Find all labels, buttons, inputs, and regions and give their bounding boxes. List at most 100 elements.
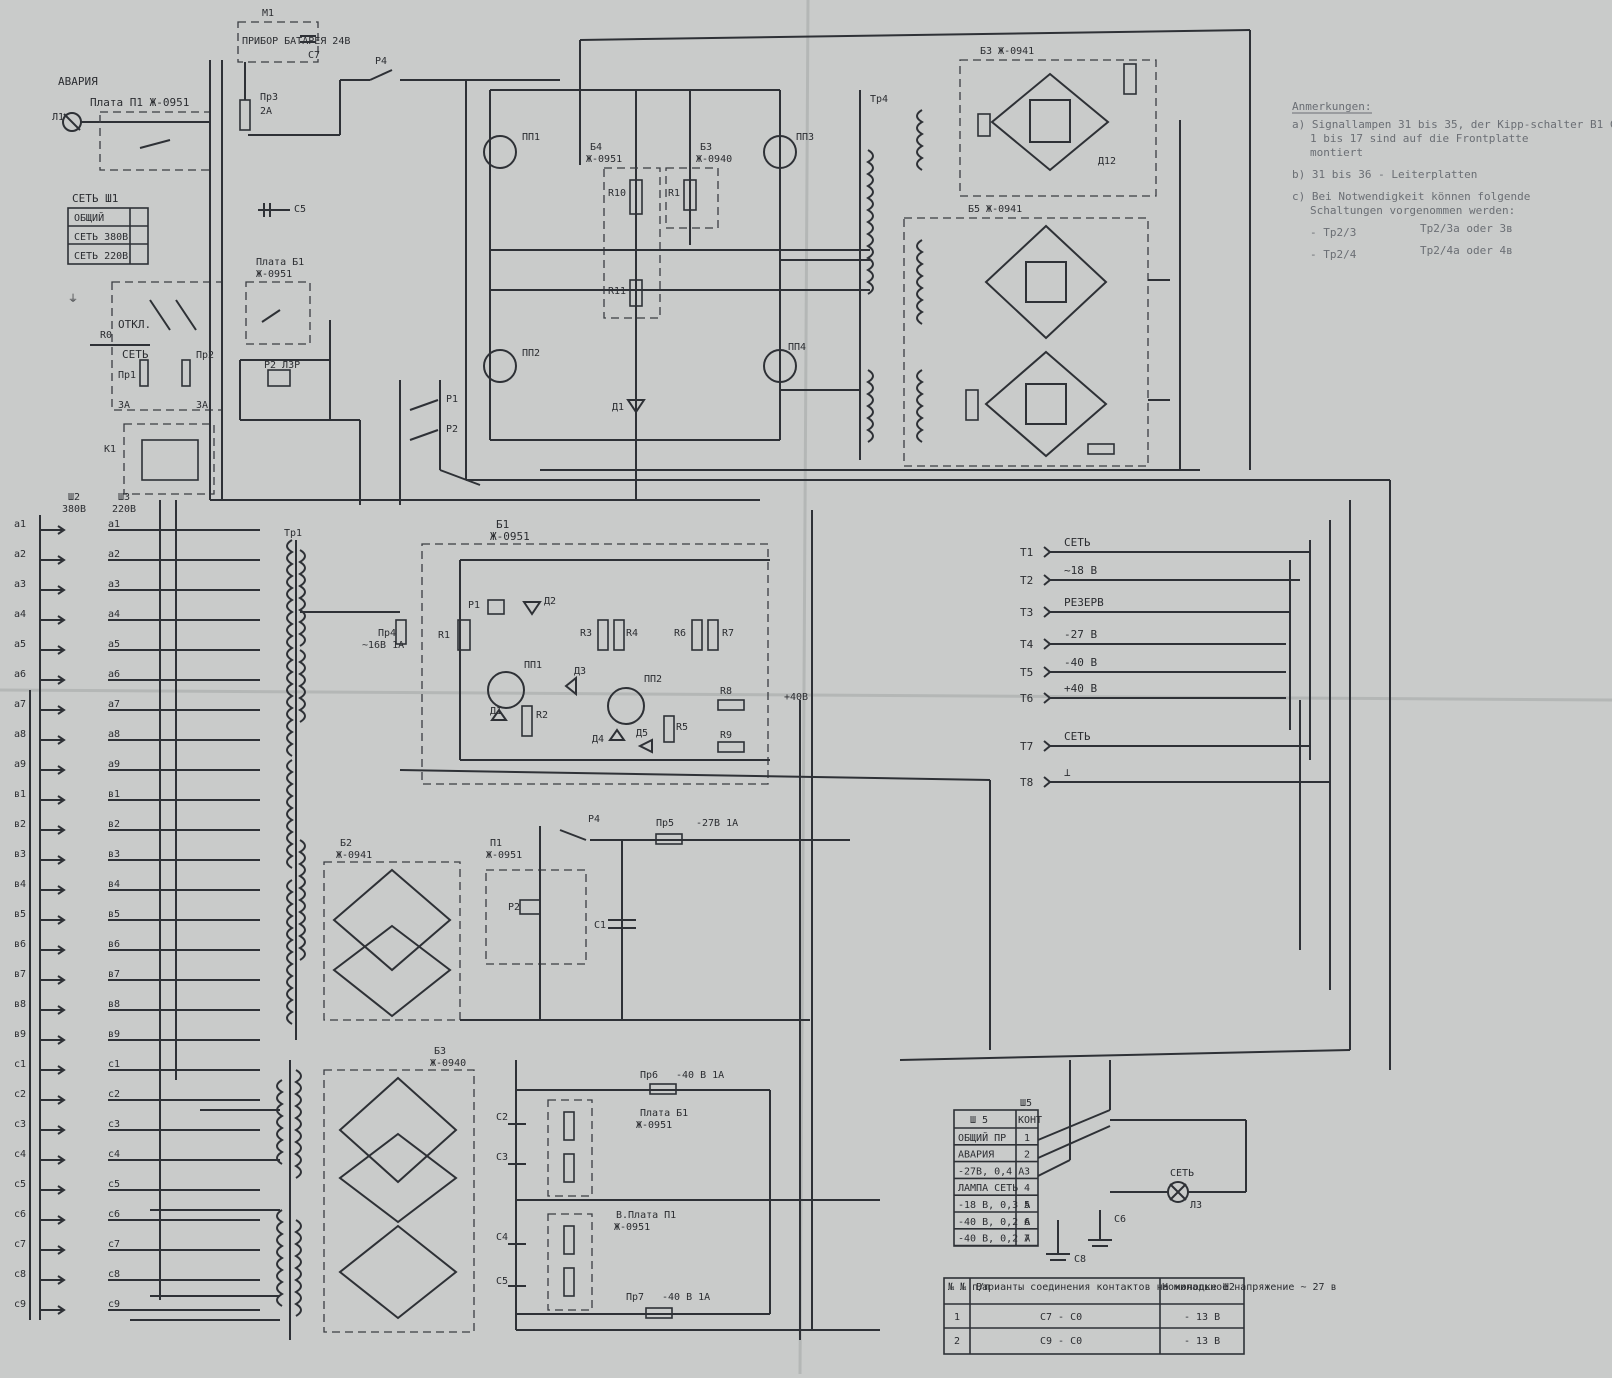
label-connector-c6: С6	[1114, 1214, 1126, 1225]
label-bridges-b5: Б5 Ж-0941	[968, 204, 1022, 215]
pin-label-right-а3: а3	[108, 579, 120, 590]
variant-row-voltage: - 13 В	[1184, 1336, 1220, 1347]
pin-label-right-в9: в9	[108, 1029, 120, 1040]
label-notes-line2: 1 bis 17 sind auf die Frontplatte	[1310, 132, 1529, 145]
label-middle-r3: R3	[580, 628, 592, 639]
pin-arrow-icon	[57, 855, 66, 865]
rectifier-block-b2: Б2 Ж-0941	[323, 838, 461, 1021]
terminal-id: Т6	[1020, 692, 1033, 705]
pin-label-а5: а5	[14, 639, 26, 650]
terminal-id: Т1	[1020, 546, 1033, 559]
pin-label-right-в4: в4	[108, 879, 120, 890]
label-lower-pr6: Пр6	[640, 1070, 658, 1081]
label-top-pzlab: Р2 ЛЗР	[264, 360, 300, 371]
label-top-r1: R1	[668, 188, 680, 199]
label-lamp-l1: Л1	[52, 112, 64, 123]
terminal-id: Т7	[1020, 740, 1033, 753]
pin-label-а9: а9	[14, 759, 26, 770]
terminal-id: Т4	[1020, 638, 1034, 651]
variant-table: № № п/п Варианты соединения контактов на…	[943, 1277, 1337, 1355]
connector-row-pin: 3	[1024, 1166, 1030, 1177]
terminal-label: СЕТЬ	[1064, 536, 1091, 549]
label-left-fuse_pr1: Пр1	[118, 370, 136, 381]
pin-label-right-в7: в7	[108, 969, 120, 980]
label-middle-p1: Р1	[468, 600, 480, 611]
transistor-pp2-b1-icon	[607, 687, 645, 725]
terminal-arrow-icon	[1043, 776, 1052, 788]
resistor-r10	[629, 179, 643, 215]
label-top-b4: Б4	[590, 142, 602, 153]
pin-arrow-icon	[57, 675, 66, 685]
label-lower-p1_code: Ж-0951	[486, 850, 522, 861]
label-lower-p4: Р4	[588, 814, 600, 825]
pin-label-с6: с6	[14, 1209, 26, 1220]
pin-arrow-icon	[57, 1305, 66, 1315]
label-top-t4: ПП4	[788, 342, 806, 353]
pin-label-в3: в3	[14, 849, 26, 860]
label-top-plate_b1_code: Ж-0951	[256, 269, 292, 280]
label-left-sh3_val: 220В	[112, 504, 136, 515]
pin-label-right-с4: с4	[108, 1149, 120, 1160]
pin-arrow-icon	[57, 1275, 66, 1285]
connector-row-pin: 4	[1024, 1183, 1030, 1194]
label-left-tbl_r1a: ОБЩИЙ	[74, 211, 104, 224]
label-lower-pr5_val: -27В 1А	[696, 818, 738, 829]
terminal-id: Т3	[1020, 606, 1033, 619]
svg-text:⏚: ⏚	[68, 293, 78, 305]
pin-label-right-с9: с9	[108, 1299, 120, 1310]
label-notes-line5: c) Bei Notwendigkeit können folgende	[1292, 190, 1530, 203]
mains-switch-table: СЕТЬ Ш1 ОБЩИЙ СЕТЬ 380В СЕТЬ 220В ОТКЛ. …	[67, 192, 223, 411]
pin-label-в6: в6	[14, 939, 26, 950]
label-top-c5: С5	[294, 204, 306, 215]
label-top-pr3_val: 2А	[260, 106, 272, 117]
variant-row-number: 2	[954, 1336, 960, 1347]
pin-arrow-icon	[57, 1245, 66, 1255]
diode-d1-icon	[626, 399, 646, 414]
variant-row-connection: С7 - С0	[1040, 1312, 1082, 1323]
pin-label-right-с2: с2	[108, 1089, 120, 1100]
label-middle-pr4_val: ~16В 1А	[362, 640, 404, 651]
label-middle-d4: Д4	[592, 734, 604, 745]
label-top-t3: ПП3	[796, 132, 814, 143]
label-middle-b1: Б1	[496, 518, 509, 531]
label-top-t1: ПП1	[522, 132, 540, 143]
pin-label-с7: с7	[14, 1239, 26, 1250]
pin-label-в4: в4	[14, 879, 26, 890]
pin-label-right-в8: в8	[108, 999, 120, 1010]
variant-row-number: 1	[954, 1312, 960, 1323]
label-notes-line6: Schaltungen vorgenommen werden:	[1310, 204, 1515, 217]
label-middle-r8: R8	[720, 686, 732, 697]
label-bridges-tr4: Тр4	[870, 94, 888, 105]
pin-arrow-icon	[57, 1215, 66, 1225]
label-middle-r1: R1	[438, 630, 450, 641]
pin-arrow-icon	[57, 705, 66, 715]
pin-arrow-icon	[57, 765, 66, 775]
connector-row-name: -27В, 0,4 А	[958, 1166, 1024, 1177]
pin-label-right-с1: с1	[108, 1059, 120, 1070]
pin-label-в5: в5	[14, 909, 26, 920]
label-lower-plate_b1b: В.Плата П1	[616, 1210, 676, 1221]
pin-label-right-в3: в3	[108, 849, 120, 860]
pin-label-right-а4: а4	[108, 609, 120, 620]
label-lower-plate_b1: Плата Б1	[640, 1108, 688, 1119]
label-top-p2: Р2	[446, 424, 458, 435]
pin-label-а2: а2	[14, 549, 26, 560]
pin-arrow-icon	[57, 945, 66, 955]
transformer-tp2	[130, 1060, 302, 1340]
label-connector-lamp_id: Л3	[1190, 1200, 1202, 1211]
label-lower-c4: С4	[496, 1232, 508, 1243]
rectifier-block-b3-lower: Б3 Ж-0940	[323, 1046, 475, 1333]
label-left-sh3: Ш3	[118, 492, 130, 503]
connector-row-pin: 1	[1024, 1133, 1030, 1144]
label-top-pr3: Пр3	[260, 92, 278, 103]
label-left-fuse_pr2: Пр2	[196, 350, 214, 361]
rectifier-block-b3: Б3 Ж-0941 Д12	[959, 46, 1157, 197]
pin-label-с1: с1	[14, 1059, 26, 1070]
label-variant_table-h2: Варианты соединения контактов на колодке…	[976, 1282, 1235, 1293]
connector-row-name: -40 В, 0,2 А	[958, 1217, 1030, 1228]
pin-arrow-icon	[57, 885, 66, 895]
label-top-b3: Б3	[700, 142, 712, 153]
label-middle-r5: R5	[676, 722, 688, 733]
